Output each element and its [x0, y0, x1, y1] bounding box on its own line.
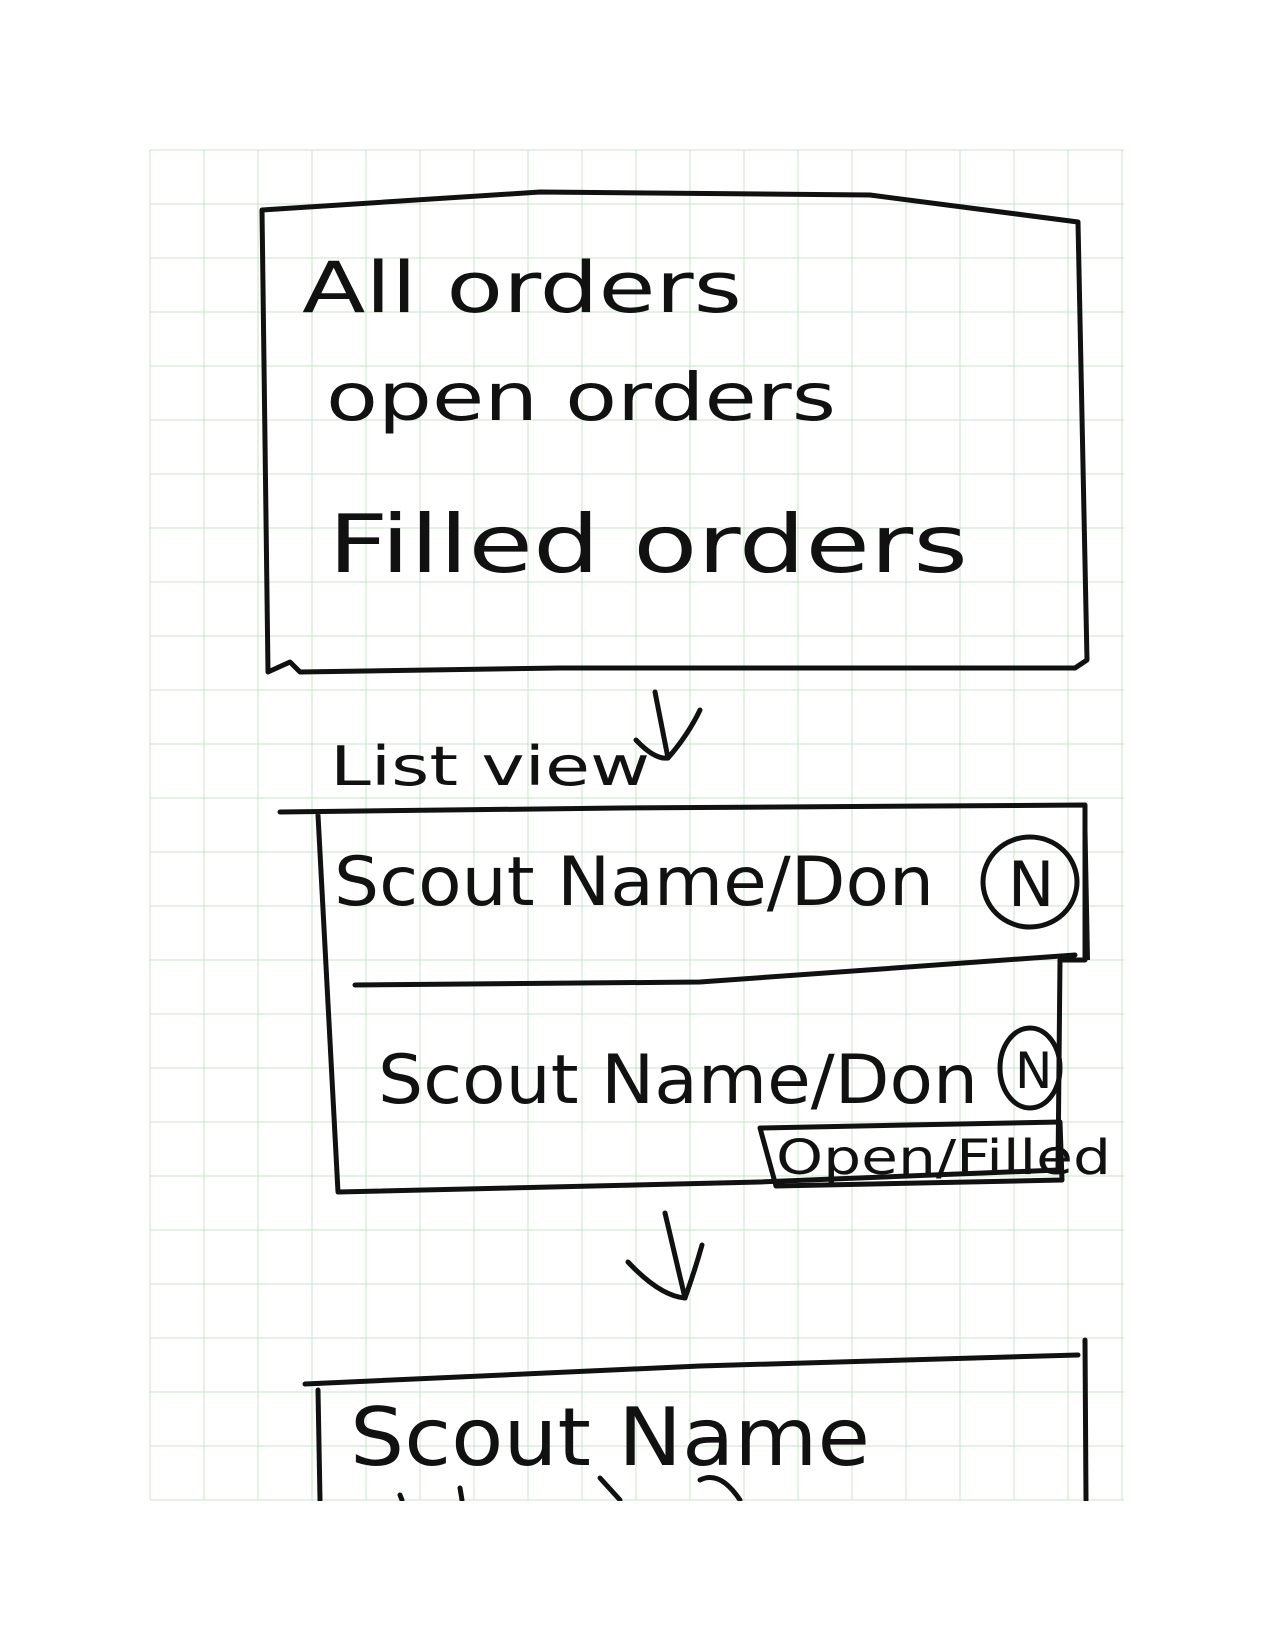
menu-item-open-orders[interactable]: open orders: [326, 359, 836, 436]
orders-menu: All orders open orders Filled orders: [259, 189, 1090, 675]
new-badge-letter: N: [1008, 848, 1054, 921]
grid-paper: [149, 149, 1124, 1501]
status-toggle[interactable]: Open/Filled: [776, 1130, 1111, 1186]
new-badge-letter: N: [1015, 1042, 1052, 1100]
list-item-label: Scout Name/Don: [378, 1041, 978, 1120]
list-item-label: Scout Name/Don: [334, 843, 934, 922]
menu-item-filled-orders[interactable]: Filled orders: [328, 498, 968, 591]
list-item[interactable]: Scout Name/Don N Open/Filled: [378, 1025, 1111, 1189]
list-item[interactable]: Scout Name/Don N: [334, 834, 1080, 930]
menu-item-all-orders[interactable]: All orders: [302, 247, 742, 329]
row-divider: [352, 952, 1078, 988]
list-view-caption: List view: [330, 735, 650, 798]
status-box: [757, 1119, 1065, 1189]
new-badge: [980, 834, 1080, 930]
new-badge: [997, 1025, 1063, 1111]
list-view-panel: Scout Name/Don N Scout Name/Don N Open/F…: [277, 802, 1111, 1195]
detail-panel: Scout Name: [302, 1337, 1089, 1503]
flow-arrow: [625, 1210, 705, 1301]
detail-title: Scout Name: [350, 1391, 870, 1484]
flow-arrow: [633, 689, 703, 761]
